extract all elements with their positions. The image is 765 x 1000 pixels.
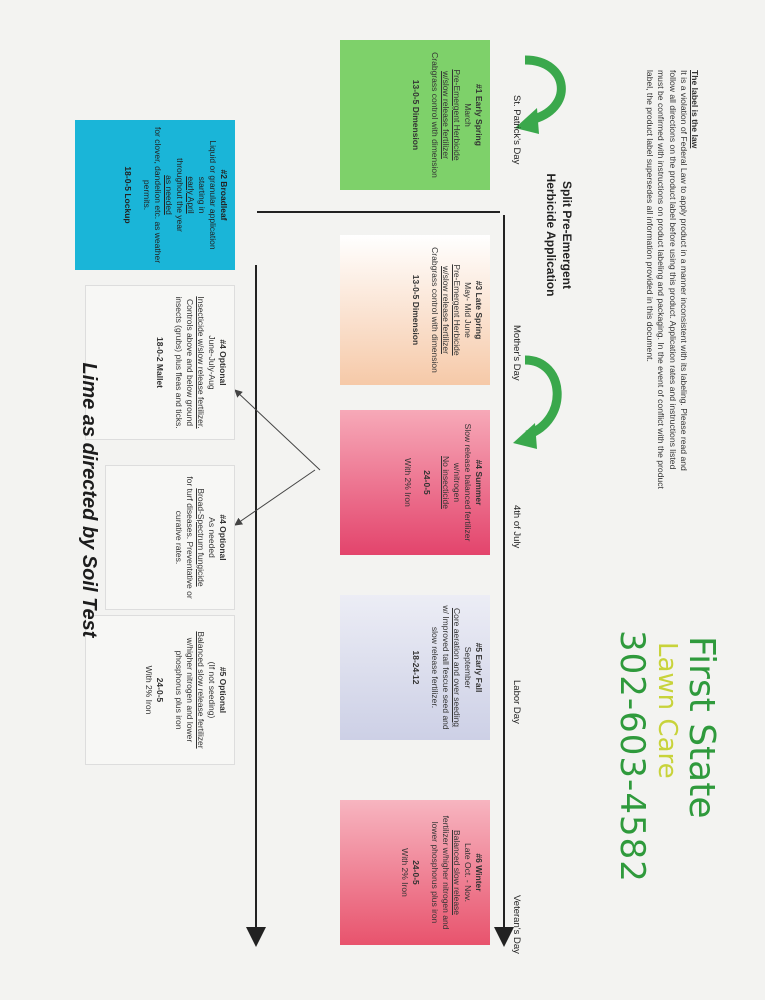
box-early-fall: #5 Early Fall September Core aeration an… — [340, 595, 490, 740]
box-broadleaf-underline2: as needed — [164, 175, 174, 215]
box-optional-fungicide-title: #4 Optional — [218, 514, 228, 561]
box-summer-line1: Slow release balanced fertilizer w/nitro… — [452, 423, 473, 542]
event-4th-july: 4th of July — [511, 505, 522, 549]
box-optional-fall-sub: (If not seeding) — [207, 661, 217, 719]
box-early-spring-line2: w/slow release fertilizer — [441, 71, 451, 159]
box-winter: #6 Winter Late Oct. - Nov. Balanced slow… — [340, 800, 490, 945]
box-optional-fall-extra: With 2% Iron — [144, 665, 154, 715]
footer-note: Lime as directed by Soil Test — [78, 362, 100, 638]
event-st-patricks: St. Patrick's Day — [511, 95, 522, 165]
box-winter-line1: Balanced slow release — [452, 829, 462, 916]
box-early-spring-line3: Crabgrass control with dimension — [430, 52, 440, 178]
box-optional-fall-formula: 24-0-5 — [155, 677, 165, 703]
box-late-spring-line2: w/slow release fertilizer — [441, 266, 451, 354]
green-split-arrowhead-2 — [513, 423, 537, 449]
box-optional-insecticide-formula: 18-0-2 Mallet — [155, 336, 165, 389]
box-optional-fungicide: #4 Optional As needed Broad-Spectrum fun… — [105, 465, 235, 610]
box-early-fall-line1: Core aeration and over seeding — [452, 607, 462, 728]
box-winter-title: #6 Winter — [474, 853, 484, 892]
box-optional-fall-title: #5 Optional — [218, 666, 228, 714]
box-late-spring-line3: Crabgrass control with dimension — [430, 247, 440, 373]
box-optional-fall-line1: Balanced slow release fertilizer — [196, 631, 206, 749]
box-winter-months: Late Oct. - Nov. — [463, 843, 473, 902]
box-broadleaf-line2: throughout the year — [175, 158, 185, 232]
box-late-spring-line1: Pre-Emergent Herbicide — [452, 264, 462, 356]
box-late-spring-formula: 13-0-5 Dimension — [411, 274, 421, 346]
box-late-spring: #3 Late Spring May- Mid June Pre-Emergen… — [340, 235, 490, 385]
box-summer-line2: No insecticide — [441, 456, 451, 509]
event-veterans-day: Veteran's Day — [511, 895, 522, 954]
box-broadleaf-formula: 18-0-5 Lockup — [123, 166, 133, 224]
box-optional-fall-line2: w/higher nitrogen and lower phosphorus p… — [174, 637, 195, 743]
box-early-fall-title: #5 Early Fall — [474, 642, 484, 693]
box-optional-insecticide-line1: Insecticide w/slow release fertilizer. — [196, 296, 206, 429]
box-optional-insecticide-line2: Controls above and below ground insects … — [174, 296, 195, 429]
optional-arrow-2 — [234, 469, 316, 526]
box-early-spring: #1 Early Spring March Pre-Emergent Herbi… — [340, 40, 490, 190]
box-late-spring-title: #3 Late Spring — [474, 280, 484, 340]
green-split-arrow-2 — [524, 355, 562, 440]
box-summer-formula: 24-0-5 — [422, 470, 432, 495]
box-optional-fungicide-line1: Broad-Spectrum fungicide — [196, 488, 206, 587]
box-winter-extra: With 2% Iron — [400, 848, 410, 897]
green-split-arrowhead-1 — [515, 108, 539, 134]
box-summer-extra: With 2% Iron — [403, 458, 413, 507]
box-summer-title: #4 Summer — [474, 459, 484, 506]
box-winter-line2: fertilizer w/higher nitrogen and lower p… — [430, 815, 451, 930]
box-early-fall-formula: 18-24-12 — [411, 650, 421, 685]
box-early-spring-month: March — [463, 103, 473, 127]
box-summer: #4 Summer Slow release balanced fertiliz… — [340, 410, 490, 555]
box-optional-fungicide-sub: As needed — [207, 517, 217, 558]
box-broadleaf-title: #2 Broadleaf — [219, 169, 229, 221]
optional-arrow-1 — [234, 389, 321, 471]
box-late-spring-month: May- Mid June — [463, 282, 473, 338]
box-broadleaf-underline1: early April — [186, 176, 196, 214]
box-early-spring-title: #1 Early Spring — [474, 84, 484, 146]
box-optional-insecticide: #4 Optional June-July-Aug Insecticide w/… — [85, 285, 235, 440]
box-broadleaf-line1: Liquid or granular application starting … — [197, 140, 218, 250]
box-early-spring-formula: 13-0-5 Dimension — [411, 79, 421, 151]
box-early-fall-line2: w/ Improved tall fescue seed and slow re… — [430, 605, 451, 730]
box-early-spring-line1: Pre-Emergent Herbicide — [452, 69, 462, 161]
box-early-fall-month: September — [463, 646, 473, 689]
event-mothers-day: Mother's Day — [511, 325, 522, 381]
box-winter-formula: 24-0-5 — [411, 860, 421, 885]
box-optional-insecticide-months: June-July-Aug — [207, 335, 217, 390]
box-optional-fall: #5 Optional (If not seeding) Balanced sl… — [85, 615, 235, 765]
event-labor-day: Labor Day — [511, 680, 522, 724]
box-optional-insecticide-title: #4 Optional — [218, 339, 228, 386]
box-broadleaf-line3: for clover, dandelion etc. as weather pe… — [142, 126, 163, 264]
box-optional-fungicide-line2: for turf diseases. Preventative or curat… — [174, 476, 195, 599]
green-split-arrow-1 — [524, 55, 566, 125]
